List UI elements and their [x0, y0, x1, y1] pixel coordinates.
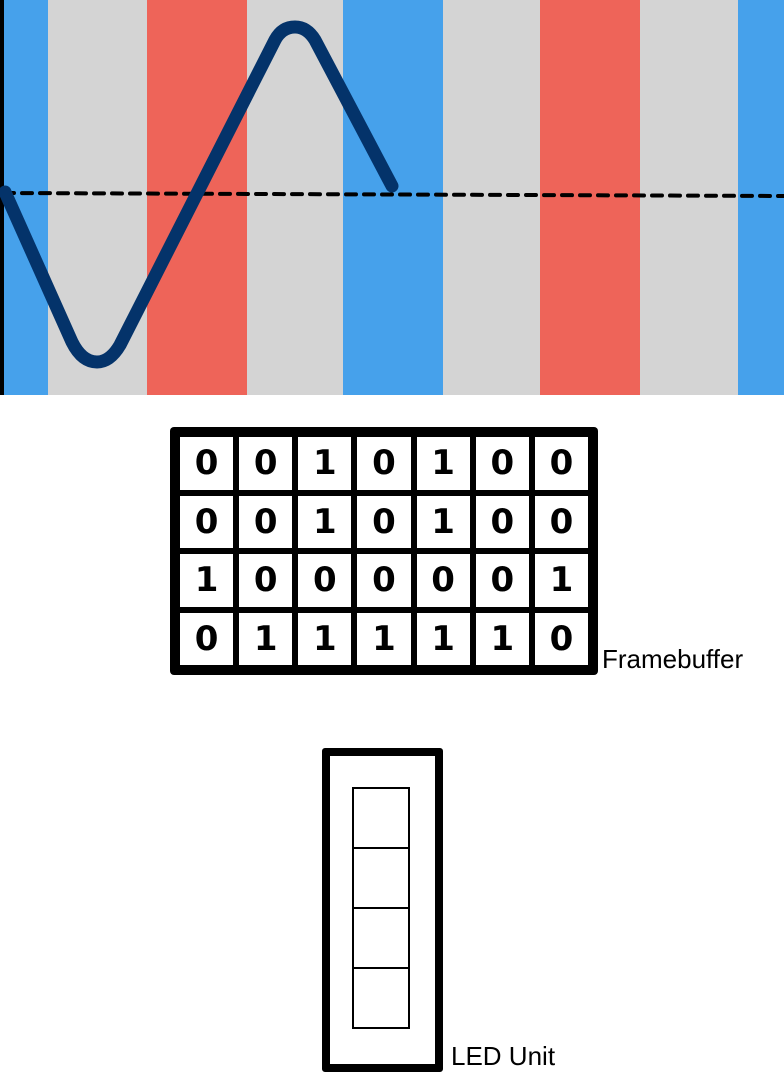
led-unit	[322, 748, 443, 1072]
framebuffer-cell: 1	[357, 612, 411, 665]
framebuffer-cell: 1	[416, 612, 470, 665]
led-cell	[352, 847, 410, 909]
led-unit-label: LED Unit	[451, 1041, 556, 1071]
framebuffer-cell: 0	[239, 554, 293, 607]
framebuffer-cell: 0	[357, 554, 411, 607]
framebuffer-cell: 0	[534, 495, 588, 548]
framebuffer-cell: 0	[475, 554, 529, 607]
framebuffer-cell: 0	[180, 437, 234, 490]
framebuffer-cell: 1	[239, 612, 293, 665]
framebuffer-cell: 0	[180, 495, 234, 548]
framebuffer-cell: 1	[475, 612, 529, 665]
framebuffer-cell: 0	[180, 612, 234, 665]
framebuffer-cell: 0	[239, 495, 293, 548]
framebuffer-cell: 1	[180, 554, 234, 607]
framebuffer-label: Framebuffer	[602, 644, 744, 674]
led-cell	[352, 787, 410, 849]
framebuffer-cell: 1	[298, 495, 352, 548]
stripe-red	[540, 0, 640, 395]
led-cell	[352, 967, 410, 1029]
signal-wave	[0, 20, 399, 369]
framebuffer-cell: 0	[357, 495, 411, 548]
zero-baseline	[2, 191, 784, 198]
framebuffer-cell: 1	[416, 495, 470, 548]
led-cell	[352, 907, 410, 969]
framebuffer-cell: 0	[298, 554, 352, 607]
framebuffer-cell: 0	[239, 437, 293, 490]
framebuffer-cell: 0	[357, 437, 411, 490]
framebuffer-cell: 1	[298, 437, 352, 490]
framebuffer-cell: 0	[534, 612, 588, 665]
framebuffer-cell: 1	[298, 612, 352, 665]
waveform-panel	[0, 0, 784, 395]
framebuffer-cell: 0	[534, 437, 588, 490]
framebuffer-cell: 0	[416, 554, 470, 607]
led-cells	[352, 787, 410, 1029]
framebuffer-cell: 1	[416, 437, 470, 490]
stripe-blue	[343, 0, 443, 395]
stripe-gray	[443, 0, 540, 395]
framebuffer-cell: 1	[534, 554, 588, 607]
framebuffer-cell: 0	[475, 437, 529, 490]
framebuffer-cell: 0	[475, 495, 529, 548]
